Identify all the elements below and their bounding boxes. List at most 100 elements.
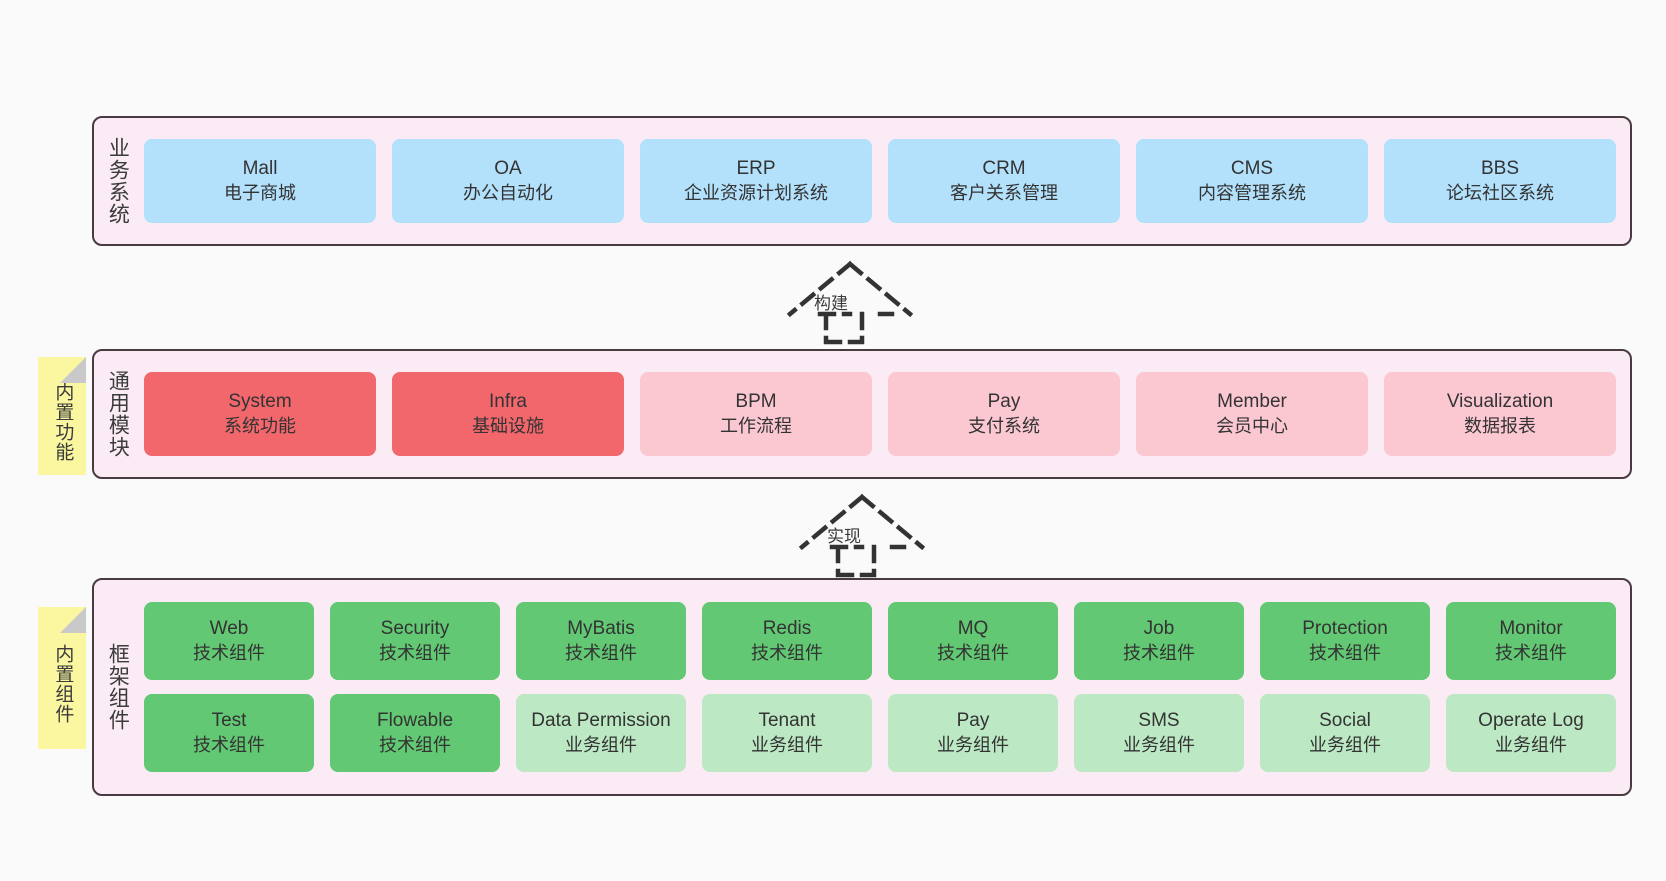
card-subtitle: 业务组件: [1309, 734, 1381, 755]
card-title: Protection: [1302, 617, 1388, 639]
card-title: Web: [209, 617, 249, 639]
card-oa[interactable]: OA 办公自动化: [392, 139, 624, 223]
card-system[interactable]: System 系统功能: [144, 372, 376, 456]
card-subtitle: 业务组件: [565, 734, 637, 755]
card-subtitle: 论坛社区系统: [1446, 182, 1554, 203]
card-title: Security: [380, 617, 450, 639]
card-subtitle: 技术组件: [193, 642, 265, 663]
card-social[interactable]: Social 业务组件: [1260, 694, 1430, 772]
card-title: MyBatis: [567, 617, 635, 639]
card-row: System 系统功能 Infra 基础设施 BPM 工作流程 Pay 支付系统…: [144, 372, 1616, 456]
card-title: Pay: [987, 390, 1021, 412]
connector-implement-arrow: [798, 493, 926, 578]
card-subtitle: 技术组件: [937, 642, 1009, 663]
card-mq[interactable]: MQ 技术组件: [888, 602, 1058, 680]
card-subtitle: 技术组件: [1309, 642, 1381, 663]
card-subtitle: 电子商城: [224, 182, 296, 203]
card-subtitle: 客户关系管理: [950, 182, 1058, 203]
card-row: Test 技术组件 Flowable 技术组件 Data Permission …: [144, 694, 1616, 772]
card-title: Operate Log: [1478, 709, 1584, 731]
card-tenant[interactable]: Tenant 业务组件: [702, 694, 872, 772]
card-subtitle: 业务组件: [751, 734, 823, 755]
card-subtitle: 业务组件: [1123, 734, 1195, 755]
card-mybatis[interactable]: MyBatis 技术组件: [516, 602, 686, 680]
card-visualization[interactable]: Visualization 数据报表: [1384, 372, 1616, 456]
card-title: Member: [1217, 390, 1287, 412]
layer-body-common-modules: System 系统功能 Infra 基础设施 BPM 工作流程 Pay 支付系统…: [140, 351, 1630, 477]
card-bbs[interactable]: BBS 论坛社区系统: [1384, 139, 1616, 223]
card-row: Web 技术组件 Security 技术组件 MyBatis 技术组件 Redi…: [144, 602, 1616, 680]
card-title: Pay: [956, 709, 990, 731]
card-subtitle: 技术组件: [193, 734, 265, 755]
card-redis[interactable]: Redis 技术组件: [702, 602, 872, 680]
card-title: BPM: [735, 390, 777, 412]
card-subtitle: 基础设施: [472, 415, 544, 436]
card-title: Data Permission: [531, 709, 671, 731]
card-infra[interactable]: Infra 基础设施: [392, 372, 624, 456]
layer-business-systems[interactable]: 业务系统 Mall 电子商城 OA 办公自动化 ERP 企业资源计划系统 CRM…: [92, 116, 1632, 246]
card-subtitle: 系统功能: [224, 415, 296, 436]
card-title: Job: [1143, 617, 1175, 639]
card-title: Social: [1319, 709, 1371, 731]
card-subtitle: 会员中心: [1216, 415, 1288, 436]
card-member[interactable]: Member 会员中心: [1136, 372, 1368, 456]
layer-title-framework-components: 框架组件: [106, 643, 130, 731]
layer-common-modules[interactable]: 通用模块 System 系统功能 Infra 基础设施 BPM 工作流程 Pay…: [92, 349, 1632, 479]
card-pay-module[interactable]: Pay 支付系统: [888, 372, 1120, 456]
card-subtitle: 内容管理系统: [1198, 182, 1306, 203]
card-subtitle: 业务组件: [937, 734, 1009, 755]
card-flowable[interactable]: Flowable 技术组件: [330, 694, 500, 772]
card-title: OA: [494, 157, 522, 179]
card-subtitle: 工作流程: [720, 415, 792, 436]
card-title: Redis: [762, 617, 812, 639]
card-pay-component[interactable]: Pay 业务组件: [888, 694, 1058, 772]
card-crm[interactable]: CRM 客户关系管理: [888, 139, 1120, 223]
card-title: MQ: [957, 617, 989, 639]
card-subtitle: 技术组件: [379, 734, 451, 755]
card-title: BBS: [1480, 157, 1520, 179]
sticky-note-builtin-features: 内置功能: [38, 357, 86, 475]
card-mall[interactable]: Mall 电子商城: [144, 139, 376, 223]
sticky-note-builtin-components: 内置组件: [38, 607, 86, 749]
card-sms[interactable]: SMS 业务组件: [1074, 694, 1244, 772]
card-operate-log[interactable]: Operate Log 业务组件: [1446, 694, 1616, 772]
card-protection[interactable]: Protection 技术组件: [1260, 602, 1430, 680]
card-title: Flowable: [376, 709, 454, 731]
card-subtitle: 技术组件: [1123, 642, 1195, 663]
connector-implement-label: 实现: [827, 527, 861, 546]
card-subtitle: 技术组件: [751, 642, 823, 663]
card-subtitle: 企业资源计划系统: [684, 182, 828, 203]
card-title: Test: [211, 709, 247, 731]
card-monitor[interactable]: Monitor 技术组件: [1446, 602, 1616, 680]
card-bpm[interactable]: BPM 工作流程: [640, 372, 872, 456]
card-subtitle: 办公自动化: [463, 182, 553, 203]
layer-title-common-modules: 通用模块: [106, 370, 130, 458]
card-title: System: [228, 390, 292, 412]
card-title: Monitor: [1499, 617, 1563, 639]
card-cms[interactable]: CMS 内容管理系统: [1136, 139, 1368, 223]
card-title: SMS: [1138, 709, 1180, 731]
card-title: Infra: [488, 390, 528, 412]
card-subtitle: 技术组件: [379, 642, 451, 663]
card-data-permission[interactable]: Data Permission 业务组件: [516, 694, 686, 772]
card-title: CRM: [982, 157, 1026, 179]
card-title: Tenant: [758, 709, 816, 731]
card-subtitle: 支付系统: [968, 415, 1040, 436]
card-test[interactable]: Test 技术组件: [144, 694, 314, 772]
card-subtitle: 业务组件: [1495, 734, 1567, 755]
layer-framework-components[interactable]: 框架组件 Web 技术组件 Security 技术组件 MyBatis 技术组件…: [92, 578, 1632, 796]
card-web[interactable]: Web 技术组件: [144, 602, 314, 680]
card-subtitle: 技术组件: [565, 642, 637, 663]
card-title: Mall: [242, 157, 278, 179]
connector-build-arrow: [786, 260, 914, 345]
card-subtitle: 数据报表: [1464, 415, 1536, 436]
card-erp[interactable]: ERP 企业资源计划系统: [640, 139, 872, 223]
card-title: ERP: [736, 157, 776, 179]
card-job[interactable]: Job 技术组件: [1074, 602, 1244, 680]
card-title: Visualization: [1446, 390, 1554, 412]
card-security[interactable]: Security 技术组件: [330, 602, 500, 680]
card-title: CMS: [1230, 157, 1274, 179]
card-subtitle: 技术组件: [1495, 642, 1567, 663]
layer-title-business-systems: 业务系统: [106, 137, 130, 225]
layer-body-business-systems: Mall 电子商城 OA 办公自动化 ERP 企业资源计划系统 CRM 客户关系…: [140, 118, 1630, 244]
